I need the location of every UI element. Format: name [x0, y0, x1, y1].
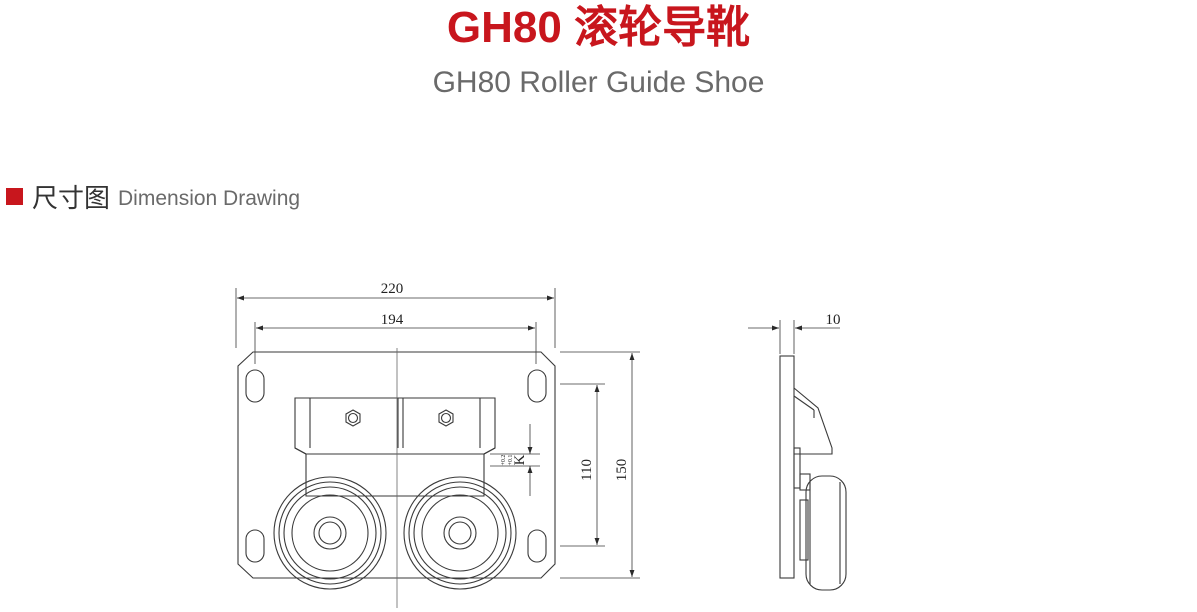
dim-k-label: K: [512, 454, 528, 465]
dim-k-tolerance-lower: +0.1: [508, 455, 514, 466]
dim-150-label: 150: [614, 459, 630, 482]
base-plate: [237, 351, 556, 579]
roller-right: [403, 476, 517, 590]
side-dimensions: [748, 320, 840, 354]
arm-bracket: [294, 397, 496, 497]
side-bracket: [793, 387, 833, 455]
dimension-drawing: 220 194 150 110 K +0.2 +0.1 10: [150, 238, 880, 612]
side-view: [779, 355, 847, 591]
red-square-marker-icon: [6, 187, 23, 205]
dim-220-label: 220: [381, 281, 404, 297]
dim-k-tolerance-upper: +0.2: [501, 455, 507, 466]
dim-194-label: 194: [381, 312, 404, 328]
hex-bolt-left: [345, 409, 361, 427]
front-dimensions: [235, 288, 640, 579]
page-subtitle: GH80 Roller Guide Shoe: [432, 66, 765, 99]
mount-slot-bottom-left: [245, 529, 265, 563]
hex-bolt-right: [438, 409, 454, 427]
page-title: GH80 滚轮导靴: [446, 3, 751, 52]
dim-110-label: 110: [579, 459, 595, 481]
front-view: [237, 351, 556, 590]
mount-slot-top-left: [245, 369, 265, 403]
mount-slot-bottom-right: [527, 529, 547, 563]
roller-left: [273, 476, 387, 590]
mount-slot-top-right: [527, 369, 547, 403]
dim-10-label: 10: [826, 312, 841, 328]
section-title-en: Dimension Drawing: [118, 187, 301, 210]
section-title-cn: 尺寸图: [32, 182, 111, 213]
side-base-plate: [779, 355, 795, 579]
side-roller: [805, 475, 847, 591]
section-heading: 尺寸图 Dimension Drawing: [6, 176, 300, 216]
